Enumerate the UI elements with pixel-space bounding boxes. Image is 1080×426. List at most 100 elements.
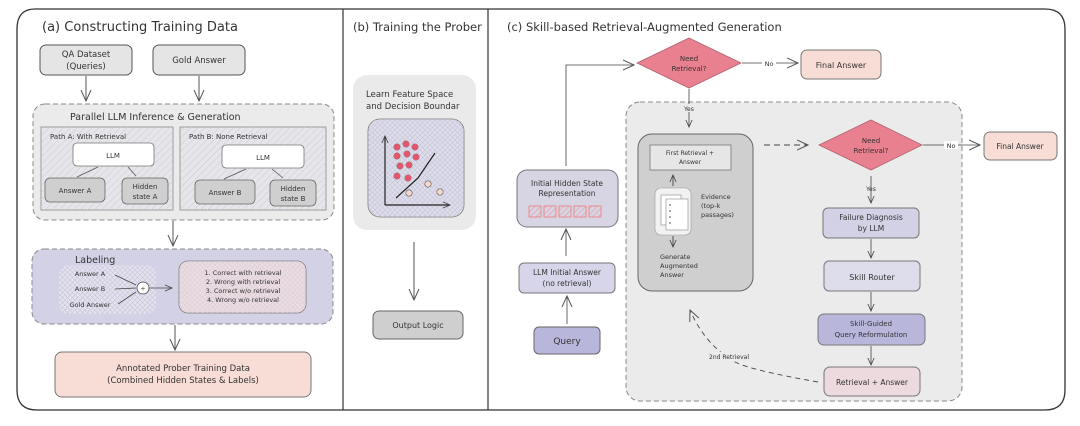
svg-text:passages): passages) — [701, 211, 734, 219]
hidden-state-cell — [573, 205, 587, 218]
hidden-state-cell — [558, 205, 572, 218]
yes-label-top: Yes — [683, 106, 694, 113]
svg-text:Annotated Prober Training Data: Annotated Prober Training Data — [116, 364, 250, 374]
annotated-data-box: Annotated Prober Training Data (Combined… — [54, 351, 312, 398]
svg-text:Retrieval?: Retrieval? — [854, 147, 889, 155]
labeling-region: Labeling Answer A Answer B Gold Answer +… — [31, 248, 334, 325]
label-categories-box: 1. Correct with retrieval 2. Wrong with … — [178, 260, 307, 314]
arrow-hidden-to-diamond — [565, 65, 634, 166]
svg-text:Augmented: Augmented — [660, 262, 698, 270]
positive-point — [396, 162, 404, 170]
svg-text:and Decision Boundar: and Decision Boundar — [366, 102, 460, 112]
positive-point — [412, 153, 420, 161]
positive-point — [402, 140, 410, 148]
panel-b: (b) Training the Prober Learn Feature Sp… — [353, 20, 482, 340]
svg-text:Retrieval + Answer: Retrieval + Answer — [836, 378, 909, 387]
no-label-inner: No — [947, 142, 956, 150]
skill-guided-box: Skill-Guided Query Reformulation — [817, 313, 926, 346]
svg-text:(Queries): (Queries) — [66, 62, 105, 72]
svg-text:1. Correct with retrieval: 1. Correct with retrieval — [204, 269, 281, 277]
negative-point — [424, 180, 432, 188]
answer-b-box: Answer B — [209, 189, 242, 197]
positive-point — [411, 143, 419, 151]
svg-text:Output Logic: Output Logic — [392, 321, 443, 330]
positive-point — [404, 174, 412, 182]
feature-space-card: Learn Feature Space and Decision Boundar — [353, 75, 476, 230]
outer-frame — [16, 8, 1066, 411]
svg-text:+: + — [140, 286, 145, 293]
svg-text:First Retrieval +: First Retrieval + — [666, 150, 714, 157]
panel-b-title: (b) Training the Prober — [353, 20, 482, 34]
svg-text:Evidence: Evidence — [701, 193, 731, 201]
hidden-state-cell — [528, 205, 542, 218]
label-input-gold: Gold Answer — [70, 301, 111, 309]
svg-text:Final Answer: Final Answer — [996, 142, 1044, 151]
need-retrieval-diamond-top: Need Retrieval? — [636, 37, 742, 89]
initial-hidden-state-box: Initial Hidden State Representation — [516, 169, 619, 228]
label-input-answer-b: Answer B — [75, 285, 105, 293]
svg-text:Hidden: Hidden — [133, 183, 158, 191]
hidden-state-cell — [543, 205, 557, 218]
svg-text:Final Answer: Final Answer — [816, 61, 867, 70]
failure-diagnosis-box: Failure Diagnosis by LLM — [822, 207, 920, 239]
answer-a-box: Answer A — [59, 187, 92, 195]
hidden-state-cell — [588, 205, 602, 218]
svg-text:2. Wrong with retrieval: 2. Wrong with retrieval — [206, 278, 280, 286]
llm-initial-answer-box: LLM Initial Answer (no retrieval) — [518, 262, 616, 294]
svg-text:QA Dataset: QA Dataset — [62, 50, 111, 60]
negative-point — [405, 189, 413, 197]
svg-text:Skill Router: Skill Router — [849, 273, 895, 282]
svg-text:Skill-Guided: Skill-Guided — [850, 320, 892, 328]
path-a-panel: Path A: With Retrieval LLM Answer A Hidd… — [40, 126, 174, 211]
svg-text:Need: Need — [862, 137, 880, 145]
document-icon — [654, 187, 692, 236]
svg-text:LLM: LLM — [256, 154, 270, 162]
positive-point — [403, 150, 411, 158]
panel-a-title: (a) Constructing Training Data — [42, 20, 238, 35]
svg-text:Query: Query — [553, 337, 581, 347]
labeling-title: Labeling — [75, 255, 115, 266]
yes-label-inner: Yes — [865, 186, 876, 193]
svg-text:(top-k: (top-k — [701, 202, 721, 210]
second-retrieval-arrow — [690, 310, 819, 383]
svg-text:Query Reformulation: Query Reformulation — [835, 331, 908, 339]
svg-text:Initial Hidden State: Initial Hidden State — [531, 179, 603, 188]
second-retrieval-label: 2nd Retrieval — [709, 354, 749, 361]
path-b-panel: Path B: None Retrieval LLM Answer B Hidd… — [179, 126, 327, 211]
svg-text:state B: state B — [281, 195, 306, 203]
svg-text:Failure Diagnosis: Failure Diagnosis — [839, 213, 903, 222]
svg-text:Generate: Generate — [660, 253, 690, 261]
svg-text:Representation: Representation — [539, 189, 596, 198]
final-answer-box-top: Final Answer — [800, 49, 882, 80]
retrieval-answer-box: Retrieval + Answer — [823, 366, 921, 397]
svg-text:4. Wrong w/o retrieval: 4. Wrong w/o retrieval — [207, 296, 279, 304]
positive-point — [393, 172, 401, 180]
panel-c-title: (c) Skill-based Retrieval-Augmented Gene… — [507, 20, 782, 34]
svg-text:LLM: LLM — [106, 152, 120, 160]
svg-text:Hidden: Hidden — [281, 185, 306, 193]
first-retrieval-card: First Retrieval + Answer Evidence (top-k… — [637, 133, 754, 292]
svg-text:Path A: With Retrieval: Path A: With Retrieval — [50, 133, 126, 141]
svg-text:3. Correct w/o retrieval: 3. Correct w/o retrieval — [206, 287, 281, 295]
negative-point — [436, 188, 444, 196]
svg-text:Answer: Answer — [679, 159, 702, 166]
no-label-top: No — [765, 60, 774, 68]
svg-text:Path B: None Retrieval: Path B: None Retrieval — [189, 133, 268, 141]
svg-text:Gold Answer: Gold Answer — [172, 56, 226, 66]
positive-point — [405, 161, 413, 169]
need-retrieval-diamond-inner: Need Retrieval? — [818, 119, 923, 171]
svg-text:by LLM: by LLM — [858, 224, 884, 233]
final-answer-box-inner: Final Answer — [983, 131, 1058, 161]
output-logic-box: Output Logic — [372, 310, 464, 340]
positive-point — [393, 143, 401, 151]
panel-c: (c) Skill-based Retrieval-Augmented Gene… — [507, 20, 1058, 402]
svg-text:LLM Initial Answer: LLM Initial Answer — [533, 268, 602, 277]
parallel-inference-region: Parallel LLM Inference & Generation Path… — [32, 103, 335, 221]
panel-a: (a) Constructing Training Data QA Datase… — [31, 20, 335, 398]
svg-text:Answer: Answer — [660, 271, 684, 279]
svg-text:Retrieval?: Retrieval? — [672, 65, 707, 73]
qa-dataset-box: QA Dataset (Queries) — [39, 44, 133, 76]
svg-text:state A: state A — [133, 193, 158, 201]
gold-answer-box: Gold Answer — [152, 44, 246, 76]
